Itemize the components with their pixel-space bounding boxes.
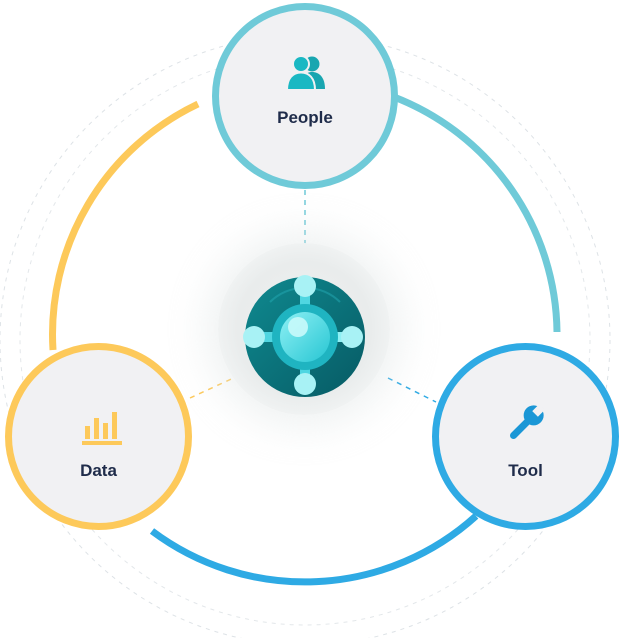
node-people-label: People (277, 108, 333, 127)
business-central-logo-icon (243, 275, 365, 397)
node-tool: Tool (432, 343, 619, 530)
arc-people-to-tool (392, 93, 561, 333)
dashed-ring-outer (0, 34, 611, 638)
node-data-label: Data (80, 461, 117, 480)
bar-chart-icon (82, 412, 122, 445)
node-people: People (212, 3, 398, 189)
wrench-icon (510, 405, 545, 439)
node-tool-label: Tool (508, 461, 543, 480)
spoke-data (189, 374, 241, 399)
arc-data-to-people (49, 100, 200, 351)
arc-tool-to-data (149, 513, 479, 586)
node-data: Data (5, 343, 192, 530)
people-icon (285, 55, 325, 91)
spoke-tool (387, 377, 437, 403)
